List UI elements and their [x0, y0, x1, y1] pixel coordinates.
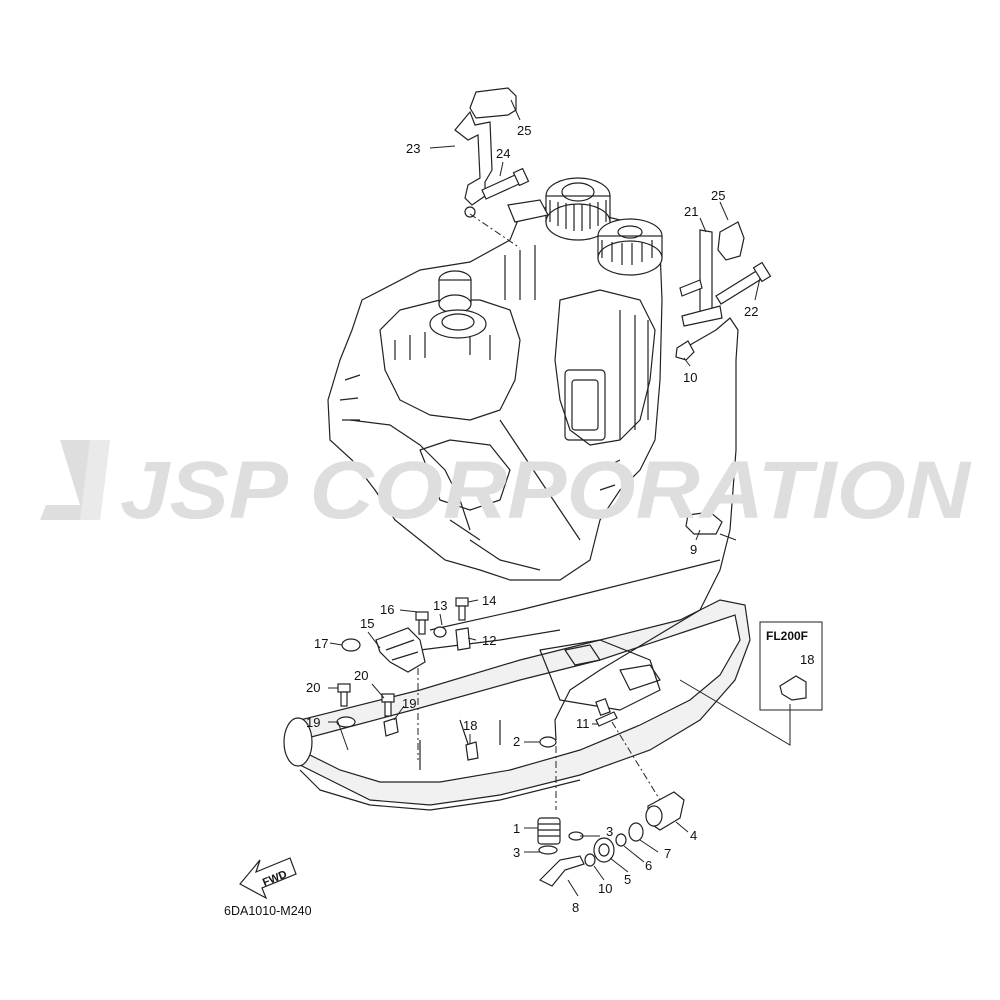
- pins: [679, 279, 723, 327]
- figure-code: 6DA1010-M240: [224, 904, 312, 918]
- callout-25-right: 25: [711, 188, 725, 203]
- watermark: JSP CORPORATION: [40, 440, 972, 536]
- bolt-20-a: [337, 683, 351, 707]
- bolt-16: [415, 611, 429, 635]
- callout-19-b: 19: [402, 696, 416, 711]
- grommet-2: [539, 736, 557, 748]
- variant-box: [759, 621, 823, 711]
- callout-8: 8: [572, 900, 579, 915]
- clip-10-upper: [675, 340, 695, 361]
- callout-10-upper: 10: [683, 370, 697, 385]
- callout-3-right: 3: [606, 824, 613, 839]
- cam-pulley-front: [545, 177, 611, 241]
- callout-9: 9: [690, 542, 697, 557]
- callout-2: 2: [513, 734, 520, 749]
- callout-25-top: 25: [517, 123, 531, 138]
- callouts: 25 23 24 25 21 22 10 9 16 13 14 15 17 12…: [306, 123, 814, 915]
- bracket-15: [375, 627, 426, 673]
- callout-24: 24: [496, 146, 510, 161]
- leader-lines: [328, 99, 791, 897]
- callout-20-a: 20: [306, 680, 320, 695]
- oring-7: [628, 822, 644, 842]
- bracket-23: [454, 110, 493, 218]
- grommet-1: [537, 817, 561, 845]
- bolt-14: [455, 597, 469, 621]
- callout-4: 4: [690, 828, 697, 843]
- callout-1: 1: [513, 821, 520, 836]
- hose-8: [538, 855, 585, 887]
- grommet-17: [341, 638, 361, 652]
- bracket-21: [699, 229, 719, 321]
- screw-13: [433, 626, 447, 638]
- nut-5: [593, 837, 615, 863]
- callout-10-lower: 10: [598, 881, 612, 896]
- clip-25-right: [717, 221, 745, 261]
- bolt-11: [595, 697, 618, 727]
- clamp-9: [685, 511, 723, 535]
- variant-label: FL200F: [766, 629, 808, 643]
- clip-12: [455, 627, 471, 651]
- bolt-22: [715, 261, 772, 305]
- callout-3-left: 3: [513, 845, 520, 860]
- callout-7: 7: [664, 846, 671, 861]
- bottom-cowling: [283, 559, 751, 811]
- callout-23: 23: [406, 141, 420, 156]
- washer-10-lower: [584, 853, 596, 867]
- cam-pulley-rear: [597, 218, 663, 276]
- callout-11: 11: [576, 716, 590, 731]
- callout-16: 16: [380, 602, 394, 617]
- watermark-text: JSP CORPORATION: [120, 445, 972, 536]
- callout-20-b: 20: [354, 668, 368, 683]
- clip-18: [465, 741, 479, 761]
- callout-18-variant: 18: [800, 652, 814, 667]
- callout-21: 21: [684, 204, 698, 219]
- bolt-24: [481, 167, 530, 200]
- fwd-arrow: [239, 857, 297, 900]
- cap-4: [645, 791, 685, 831]
- band-3: [538, 831, 584, 855]
- washer-19-b: [383, 717, 399, 737]
- callout-19-a: 19: [306, 715, 320, 730]
- callout-5: 5: [624, 872, 631, 887]
- callout-14: 14: [482, 593, 496, 608]
- callout-15: 15: [360, 616, 374, 631]
- callout-22: 22: [744, 304, 758, 319]
- callout-13: 13: [433, 598, 447, 613]
- clip-25-top: [469, 87, 517, 119]
- engine-block: [327, 177, 663, 581]
- crank-pulley: [429, 270, 487, 339]
- callout-12: 12: [482, 633, 496, 648]
- callout-17: 17: [314, 636, 328, 651]
- callout-18: 18: [463, 718, 477, 733]
- oring-6: [615, 833, 627, 847]
- callout-6: 6: [645, 858, 652, 873]
- bolt-20-b: [381, 693, 395, 717]
